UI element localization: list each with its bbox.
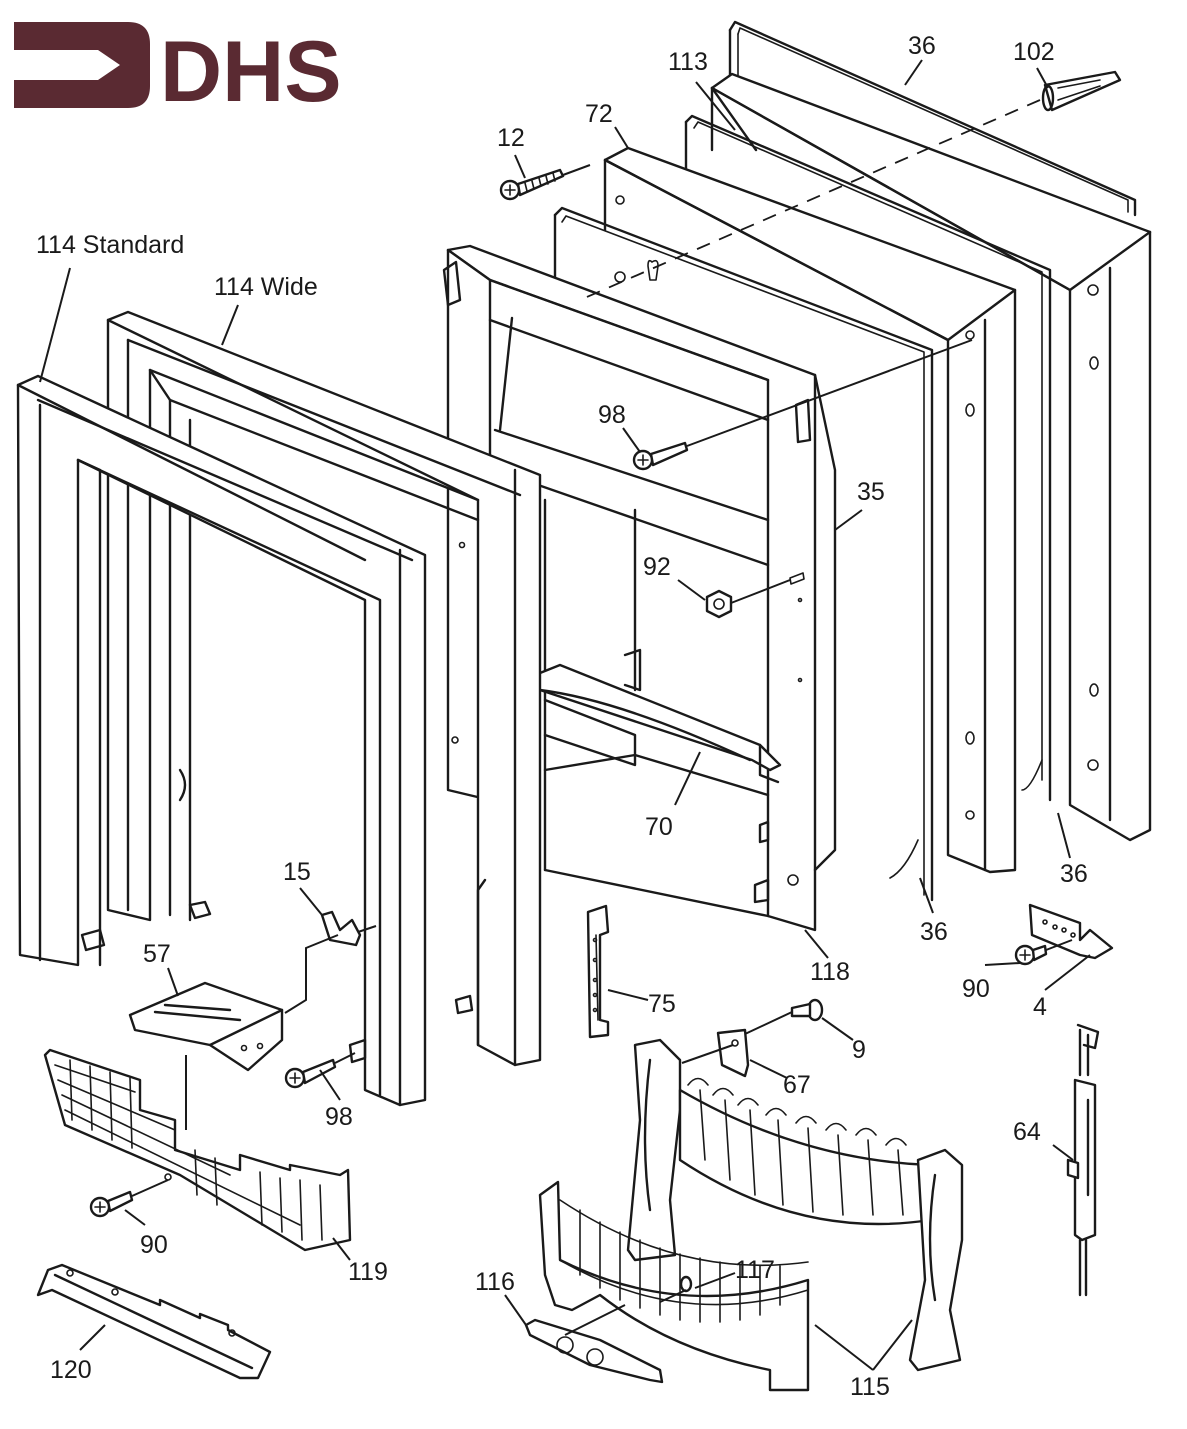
part-116-ornament (524, 1304, 664, 1384)
part-67-plate (681, 1028, 750, 1078)
assembly-line-102 (579, 99, 1041, 301)
dhs-logo: DHS (14, 22, 342, 120)
part-12-screw (499, 164, 591, 201)
part-115-fret (538, 1038, 964, 1392)
part-75-scale-strip (586, 904, 610, 1039)
callout-36-right: 36 (1060, 860, 1088, 888)
callout-114-wide: 114 Wide (214, 273, 318, 301)
callout-92: 92 (643, 553, 671, 581)
part-4-bracket (1028, 903, 1114, 960)
part-98-screw-lower (284, 1052, 356, 1089)
part-72-panel (603, 146, 1017, 874)
part-36-seal-back (728, 20, 1137, 217)
callout-36-mid: 36 (920, 918, 948, 946)
callout-102: 102 (1013, 38, 1055, 66)
callout-64: 64 (1013, 1118, 1041, 1146)
callout-9: 9 (852, 1036, 866, 1064)
part-98-screw-upper (632, 339, 973, 471)
leader-lines (39, 59, 1091, 1371)
callout-114-standard: 114 Standard (36, 231, 184, 259)
arrow-right-icon (14, 22, 150, 108)
callout-70: 70 (645, 813, 673, 841)
callout-72: 72 (585, 100, 613, 128)
callout-90-right: 90 (962, 975, 990, 1003)
callout-12: 12 (497, 124, 525, 152)
callout-57: 57 (143, 940, 171, 968)
part-120-trim-strip (36, 1263, 272, 1380)
callout-36-top: 36 (908, 32, 936, 60)
part-114-standard-frame (16, 374, 427, 1107)
part-92-nut (705, 572, 805, 619)
part-9-screw (744, 998, 824, 1035)
part-102-wall-plug (1041, 70, 1122, 112)
callout-90-left: 90 (140, 1231, 168, 1259)
callout-118: 118 (810, 958, 850, 986)
callout-labels: 114 Standard 114 Wide 12 72 113 36 102 9… (36, 32, 1088, 1401)
logo-text: DHS (160, 24, 342, 120)
callout-15: 15 (283, 858, 311, 886)
callout-35: 35 (857, 478, 885, 506)
callout-4: 4 (1033, 993, 1047, 1021)
callout-67: 67 (783, 1071, 811, 1099)
part-36-seal-middle (684, 114, 1052, 802)
part-15-clip (284, 910, 377, 1014)
part-90-screw-left (89, 1179, 169, 1218)
callout-119: 119 (348, 1258, 388, 1286)
part-118-firebox (442, 244, 837, 932)
callout-113: 113 (668, 48, 708, 76)
callout-115: 115 (850, 1373, 890, 1401)
part-70-grate-bar (533, 663, 782, 784)
part-64-control-rod (1066, 1023, 1100, 1297)
part-90-screw-right (1014, 939, 1073, 966)
part-119-grille (43, 1048, 352, 1252)
callout-116: 116 (475, 1268, 515, 1296)
callout-75: 75 (648, 990, 676, 1018)
part-117-nut (659, 1275, 693, 1303)
callout-98-lower: 98 (325, 1103, 353, 1131)
part-57-bracket (128, 981, 284, 1130)
callout-117: 117 (735, 1256, 775, 1284)
callout-98-upper: 98 (598, 401, 626, 429)
callout-120: 120 (50, 1356, 92, 1384)
